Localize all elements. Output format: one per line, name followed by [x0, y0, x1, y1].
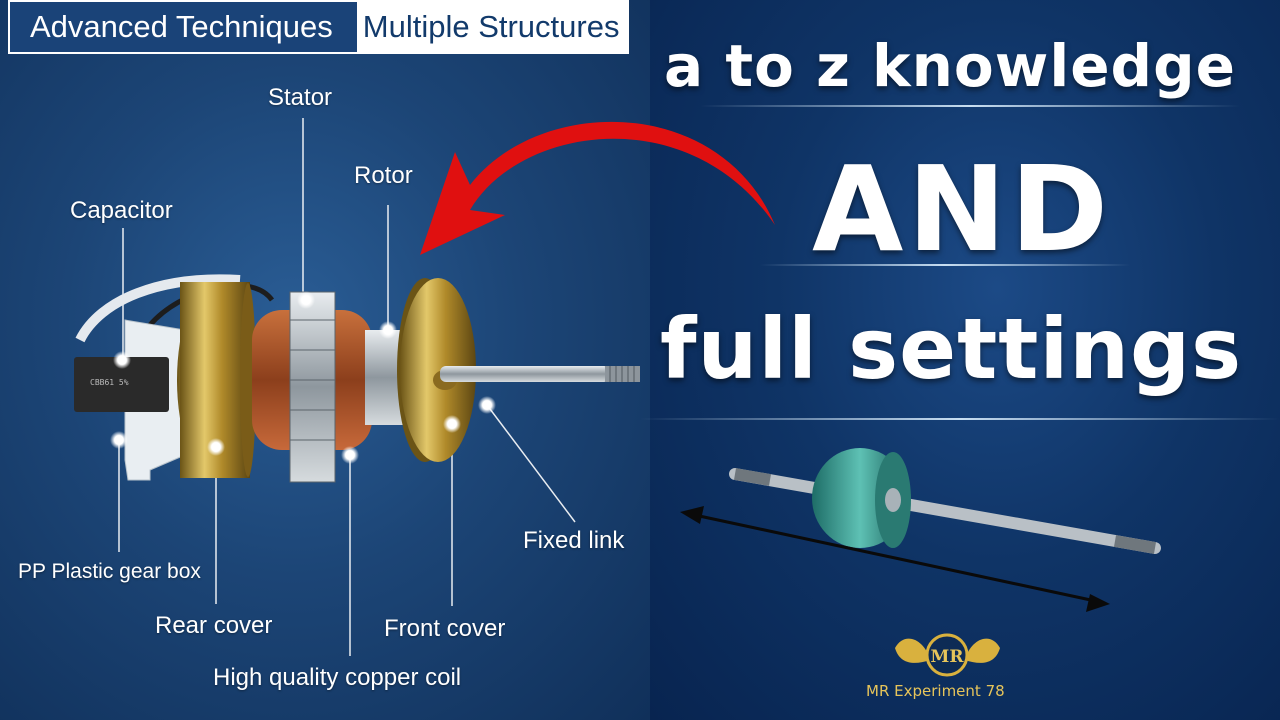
front-cover-dot	[443, 415, 461, 433]
fixed-link-dot	[478, 396, 496, 414]
capacitor-shape	[74, 357, 169, 412]
headline-line2: AND	[812, 140, 1113, 278]
rear-cover-dot	[207, 438, 225, 456]
gear-box-dot	[110, 431, 128, 449]
shaft-thread-lines	[609, 366, 635, 382]
capacitor-print: CBB61 5%	[90, 378, 129, 387]
rotor-dot	[379, 321, 397, 339]
capacitor-dot	[113, 351, 131, 369]
double-arrow-icon	[680, 506, 1110, 612]
header-tabs: Advanced Techniques Multiple Structures	[8, 0, 630, 54]
label-rotor: Rotor	[354, 162, 413, 189]
logo-text: MR Experiment 78	[866, 682, 1005, 700]
label-capacitor: Capacitor	[70, 197, 173, 224]
rotor-shaft-thread-left	[733, 468, 772, 486]
headline-line1: a to z knowledge	[664, 32, 1236, 100]
rotor-core-hub	[885, 488, 901, 512]
stator-lamination	[290, 319, 335, 441]
divider-3	[640, 418, 1280, 420]
headline-line3: full settings	[660, 300, 1243, 398]
rotor-shaft-thread-right	[1113, 535, 1157, 554]
label-stator: Stator	[268, 84, 333, 111]
label-copper-coil: High quality copper coil	[213, 664, 462, 691]
headline-panel	[650, 0, 1280, 720]
wire-white	[75, 274, 241, 343]
rotor-illustration	[729, 448, 1161, 554]
rear-cover-rim	[240, 283, 256, 477]
stator-dot	[297, 291, 315, 309]
stator-shape	[289, 291, 336, 483]
label-front-cover: Front cover	[384, 615, 506, 642]
red-arrow-icon	[420, 121, 775, 255]
shaft-shape	[440, 366, 610, 382]
divider-2	[760, 264, 1130, 266]
logo-icon: MR	[895, 633, 1000, 677]
label-gear-box: PP Plastic gear box	[18, 560, 201, 583]
tab-advanced-techniques: Advanced Techniques	[10, 2, 357, 52]
divider-1	[700, 105, 1240, 107]
rotor-shaft	[729, 468, 1161, 554]
tab-multiple-structures: Multiple Structures	[356, 2, 628, 52]
logo-initials: MR	[931, 647, 965, 667]
highlight-dots	[110, 291, 496, 464]
label-fixed-link: Fixed link	[523, 527, 625, 554]
fixed-link-leader	[486, 404, 576, 523]
label-rear-cover: Rear cover	[155, 612, 273, 639]
front-cover-shape	[400, 278, 476, 462]
copper-coil-dot	[341, 446, 359, 464]
